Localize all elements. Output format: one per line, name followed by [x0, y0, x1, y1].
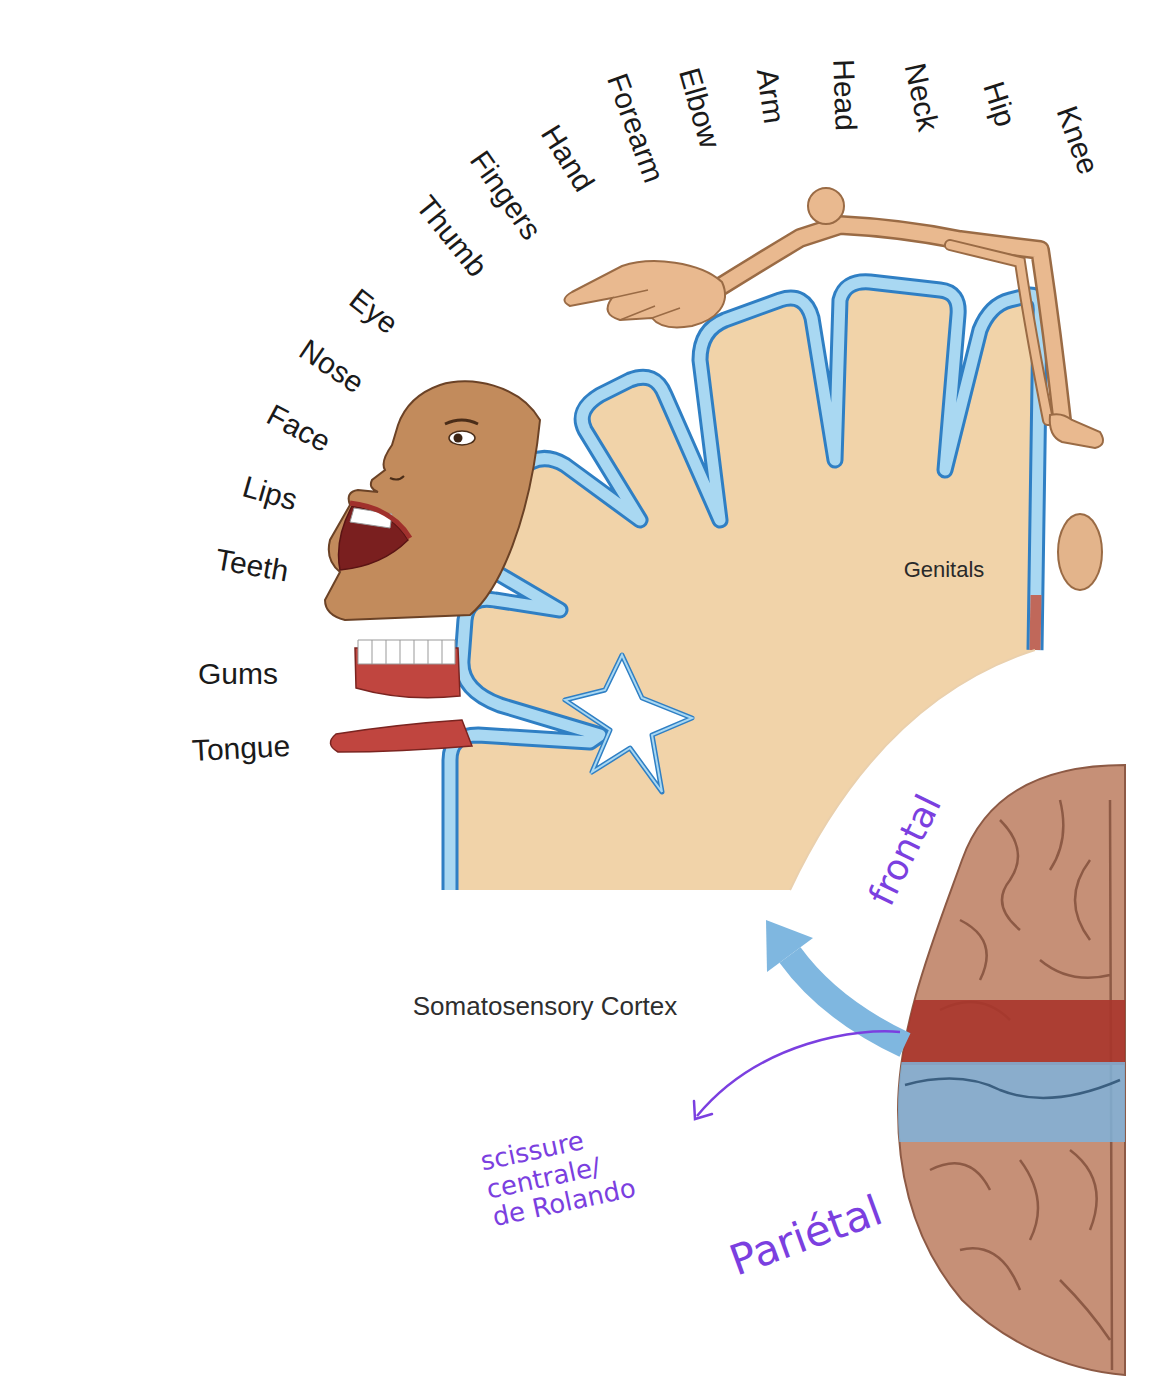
body-part-label: Teeth [213, 542, 291, 587]
leg-outline [950, 245, 1048, 420]
body-part-label: Knee [1051, 101, 1106, 178]
arm-outline [715, 225, 1062, 420]
sulcus-gap-band [565, 655, 692, 792]
cortex-band [450, 282, 1040, 890]
annotation-arrow [694, 1031, 900, 1119]
annotation-curve [697, 1031, 900, 1116]
body-part-label: Fingers [464, 145, 548, 246]
postcentral-band [880, 1062, 1130, 1142]
body-part-label: Eye [343, 282, 404, 340]
body-part-label: Hip [977, 77, 1022, 130]
pointer-arrow-head [766, 920, 813, 972]
body-part-label: Tongue [191, 729, 291, 767]
brain-gyri [880, 800, 1130, 1370]
cortex-band-outline [450, 282, 1040, 890]
sulcus-gap [565, 655, 692, 792]
body-part-label: Neck [899, 60, 945, 134]
precentral-band [880, 1000, 1130, 1065]
slice-fill [450, 282, 1040, 890]
body-part-label: Face [262, 398, 336, 458]
brain-top-view [766, 765, 1130, 1375]
foot [1050, 414, 1103, 448]
mouth [339, 506, 409, 570]
body-part-label: Arm [751, 66, 791, 125]
genitals [1058, 514, 1102, 590]
body-part-label: Head [827, 59, 862, 132]
body-part-label: Nose [294, 333, 371, 400]
homunculus-face [325, 381, 540, 752]
face-shape [325, 381, 540, 620]
handwritten-note: frontal [861, 788, 948, 911]
genital-segment [1035, 595, 1036, 650]
body-head [808, 188, 844, 224]
leg-fill [950, 245, 1048, 420]
brow [445, 420, 478, 424]
body-part-label: Forearm [601, 69, 671, 187]
body-part-label: Thumb [410, 189, 494, 282]
hand [564, 261, 725, 327]
figure-caption: Somatosensory Cortex [413, 992, 677, 1021]
body-part-label: Gums [198, 657, 278, 690]
upper-teeth [350, 508, 392, 528]
central-sulcus [905, 1079, 1120, 1098]
eye-white [449, 431, 475, 445]
finger-lines [612, 290, 680, 320]
body-part-label: Hand [535, 119, 601, 197]
body-part-label: Lips [239, 470, 301, 517]
handwritten-note: Pariétal [724, 1187, 888, 1284]
cortex-slice [450, 282, 1040, 890]
handwritten-note: scissure centrale/ de Rolando [478, 1117, 643, 1232]
region-label: Genitals [904, 558, 985, 582]
lower-teeth [358, 640, 455, 664]
annotation-head [694, 1101, 712, 1119]
arm-fill [715, 225, 1062, 420]
nostril [390, 476, 404, 480]
body-part-label: Elbow [673, 64, 727, 152]
lips-upper [350, 503, 410, 538]
tongue [330, 720, 472, 752]
eye-pupil [454, 434, 463, 443]
homunculus-body [564, 188, 1103, 590]
